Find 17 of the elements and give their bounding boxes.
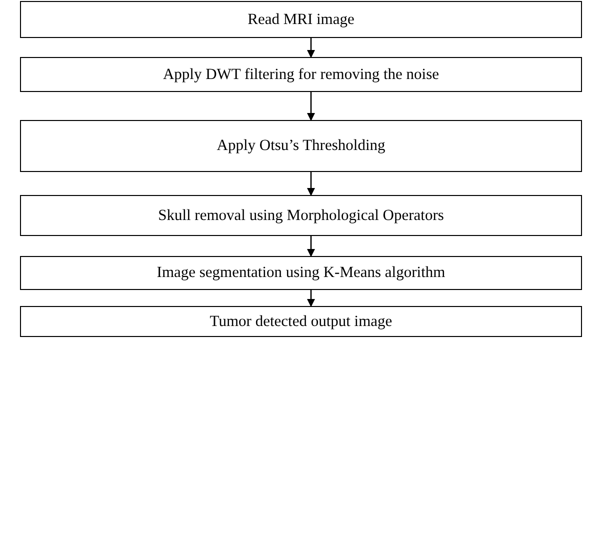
step-text: Skull removal using Morphological Operators [158, 206, 444, 224]
arrow [307, 92, 315, 121]
step-text: Apply DWT filtering for removing the noise [162, 66, 440, 84]
process-box [20, 195, 582, 236]
process-box [20, 57, 582, 92]
process-box [20, 1, 582, 38]
process-box [20, 256, 582, 290]
arrow [307, 172, 315, 196]
process-box [20, 306, 582, 337]
step-text: Image segmentation using K-Means algorithm [156, 264, 446, 282]
process-box [20, 120, 582, 172]
step-text: Read MRI image [248, 10, 354, 28]
step-text: Apply Otsu’s Thresholding [216, 137, 386, 155]
arrow [307, 290, 315, 307]
arrow [307, 38, 315, 58]
step-text: Tumor detected output image [210, 312, 392, 330]
arrow [307, 236, 315, 257]
